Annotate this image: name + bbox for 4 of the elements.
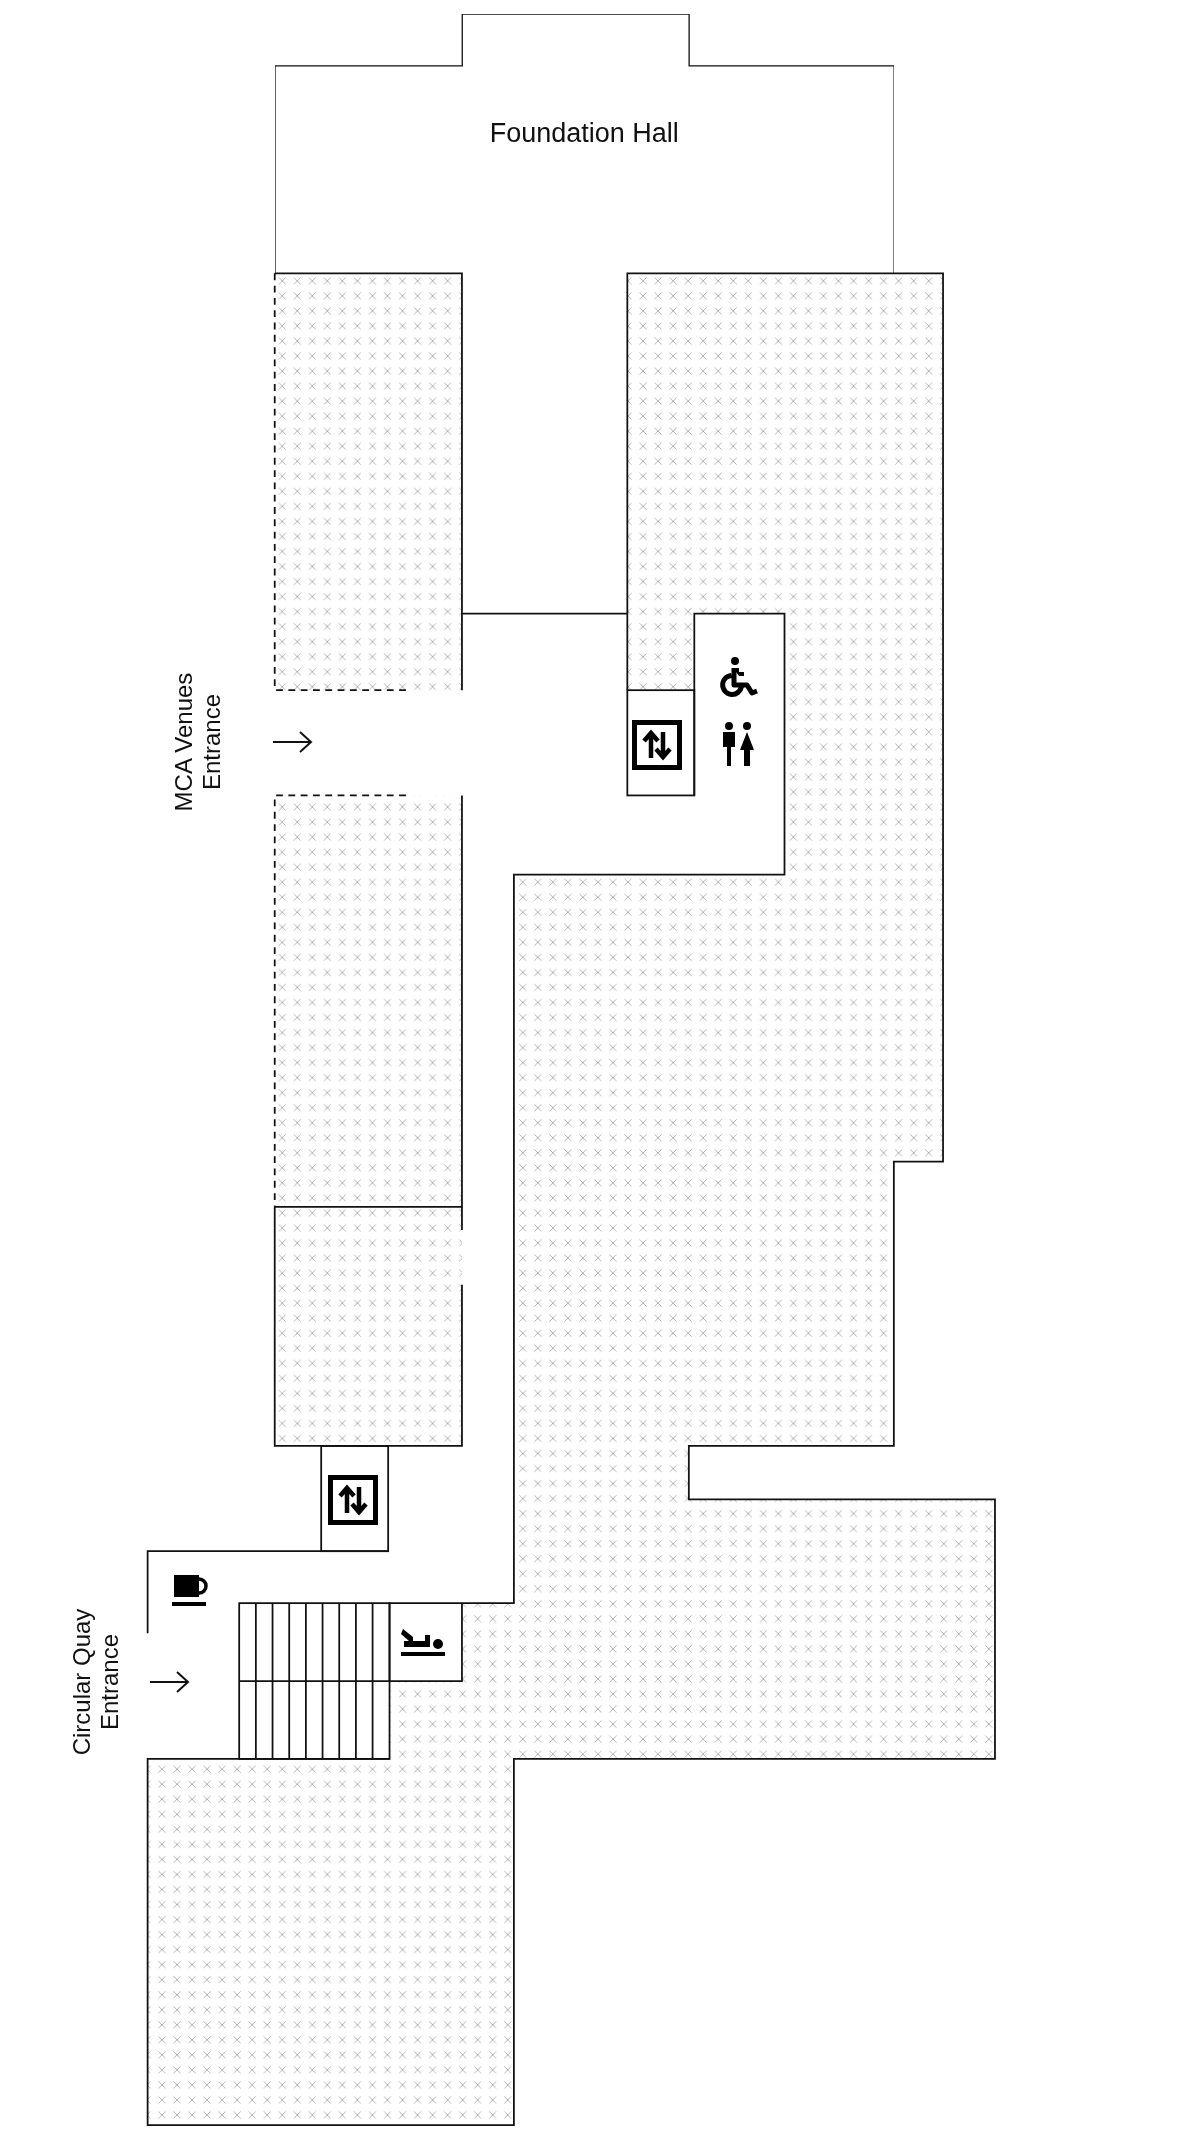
hall-room [274,13,894,274]
entrance-label: Circular Quay Entrance [68,1607,124,1758]
entrance-label: MCA Venues Entrance [170,671,226,814]
room-label: Foundation Hall [489,118,679,149]
